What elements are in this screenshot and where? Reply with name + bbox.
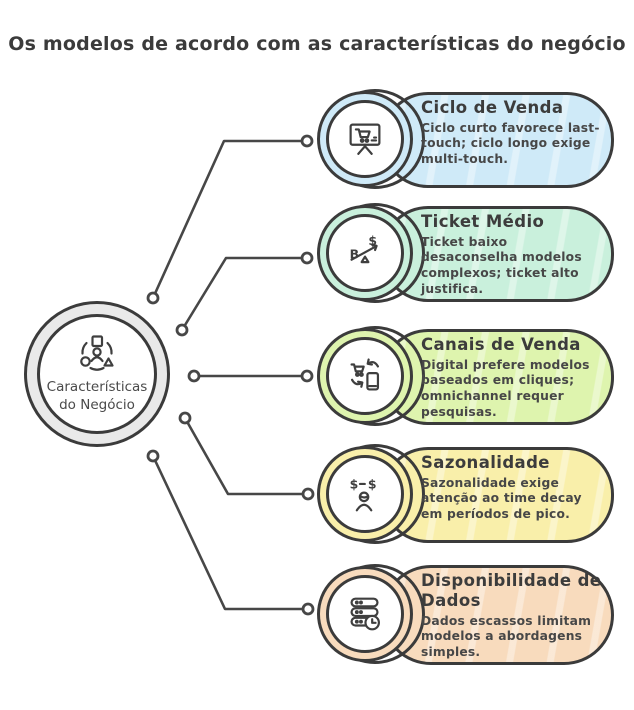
card-description: Ciclo curto favorece last-touch; ciclo l… bbox=[421, 120, 600, 167]
card-title: Canais de Venda bbox=[421, 335, 581, 354]
card-title: Sazonalidade bbox=[421, 453, 550, 472]
card-description: Sazonalidade exige atenção ao time decay… bbox=[421, 475, 582, 522]
card-icon-ring: B $ bbox=[317, 205, 413, 301]
hub-label: Características do Negócio bbox=[46, 379, 148, 413]
card-icon-circle: $ $ bbox=[326, 455, 404, 533]
card-title: Ticket Médio bbox=[421, 212, 545, 231]
svg-text:$: $ bbox=[350, 476, 359, 491]
card-sazonalidade: $ $ Sazonalidade Sazonalidade exige aten… bbox=[317, 444, 617, 544]
hub-circle: Características do Negócio bbox=[24, 301, 170, 447]
card-canais-de-venda: Canais de Venda Digital prefere modelos … bbox=[317, 326, 617, 426]
connector-ciclo-de-venda bbox=[151, 139, 309, 300]
svg-text:B: B bbox=[350, 246, 359, 261]
connector-ticket-medio bbox=[180, 256, 309, 332]
card-icon-circle bbox=[326, 575, 404, 653]
card-icon-circle: B $ bbox=[326, 214, 404, 292]
card-icon-circle bbox=[326, 100, 404, 178]
presentation-cart-icon bbox=[342, 116, 388, 162]
page-title: Os modelos de acordo com as característi… bbox=[8, 33, 626, 55]
card-description: Ticket baixo desaconselha modelos comple… bbox=[421, 234, 582, 296]
audience-segments-icon bbox=[73, 333, 121, 377]
card-pill bbox=[381, 206, 614, 302]
card-title: Ciclo de Venda bbox=[421, 98, 564, 117]
price-balance-icon: B $ bbox=[350, 233, 388, 276]
card-icon-ring bbox=[317, 566, 413, 662]
connector-sazonalidade bbox=[183, 416, 310, 496]
card-icon-ring: $ $ bbox=[317, 446, 413, 542]
connector-disponibilidade bbox=[151, 454, 310, 611]
card-icon-circle bbox=[326, 337, 404, 415]
database-clock-icon bbox=[342, 591, 388, 637]
card-ciclo-de-venda: Ciclo de Venda Ciclo curto favorece last… bbox=[317, 89, 617, 189]
card-icon-ring bbox=[317, 91, 413, 187]
cart-phone-sync-icon bbox=[342, 353, 388, 399]
card-ticket-medio: B $ Ticket Médio Ticket baixo desaconsel… bbox=[317, 203, 617, 303]
connector-nodes bbox=[146, 134, 315, 616]
card-description: Dados escassos limitam modelos a abordag… bbox=[421, 613, 592, 659]
hub-inner-circle: Características do Negócio bbox=[37, 314, 157, 434]
svg-text:$: $ bbox=[368, 233, 377, 248]
card-description: Digital prefere modelos baseados em cliq… bbox=[421, 357, 590, 419]
svg-text:$: $ bbox=[368, 476, 377, 491]
card-disponibilidade-de-dados: Disponibilidade de Dados Dados escassos … bbox=[317, 564, 617, 665]
connector-group bbox=[151, 139, 310, 611]
card-title: Disponibilidade de Dados bbox=[421, 571, 602, 610]
card-icon-ring bbox=[317, 328, 413, 424]
card-pill bbox=[381, 565, 614, 665]
price-range-person-icon: $ $ bbox=[350, 476, 377, 517]
